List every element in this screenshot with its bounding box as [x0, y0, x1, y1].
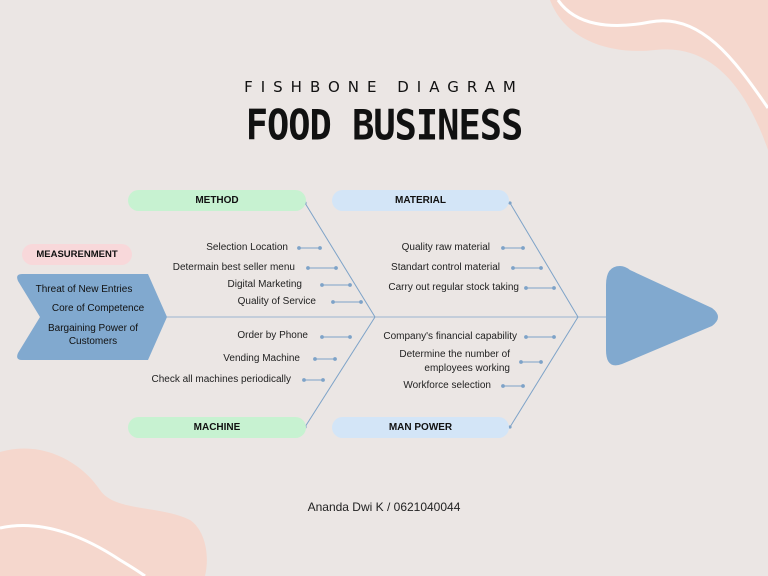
manpower-item: Determine the number of employees workin… — [399, 349, 510, 374]
category-machine: MACHINE — [128, 417, 306, 438]
top-right-swoosh — [556, 0, 768, 109]
bone-machine — [304, 316, 376, 428]
measurement-item: Bargaining Power of Customers — [47, 323, 139, 347]
category-man-power: MAN POWER — [332, 417, 509, 438]
diagram-subtitle: FISHBONE DIAGRAM — [244, 78, 524, 96]
bone-material — [509, 202, 579, 318]
category-measurement: MEASURENMENT — [22, 244, 132, 265]
category-method: METHOD — [128, 190, 306, 211]
author-credit: Ananda Dwi K / 0621040044 — [307, 500, 461, 514]
bone-method — [304, 202, 376, 318]
diagram-title: FOOD BUSINESS — [245, 101, 524, 150]
material-item: Quality raw material — [401, 242, 490, 253]
method-item: Selection Location — [206, 242, 288, 253]
material-item: Carry out regular stock taking — [388, 282, 519, 293]
bottom-left-blob — [0, 448, 207, 576]
fish-tail-shape — [17, 274, 167, 360]
method-item: Determain best seller menu — [172, 262, 295, 273]
material-item: Standart control material — [391, 262, 500, 273]
machine-item: Vending Machine — [223, 353, 300, 364]
measurement-item: Threat of New Entries — [35, 284, 133, 295]
machine-item: Check all machines periodically — [151, 374, 291, 385]
bone-manpower — [509, 316, 579, 428]
bottom-left-swoosh — [0, 524, 146, 576]
fish-head-shape — [606, 266, 718, 366]
category-material: MATERIAL — [332, 190, 509, 211]
manpower-item: Workforce selection — [403, 380, 491, 391]
top-right-blob — [550, 0, 768, 150]
measurement-item: Core of Competence — [51, 303, 145, 314]
method-item: Digital Marketing — [227, 279, 302, 290]
machine-item: Order by Phone — [237, 330, 308, 341]
method-item: Quality of Service — [237, 296, 316, 307]
manpower-item: Company's financial capability — [383, 331, 517, 342]
